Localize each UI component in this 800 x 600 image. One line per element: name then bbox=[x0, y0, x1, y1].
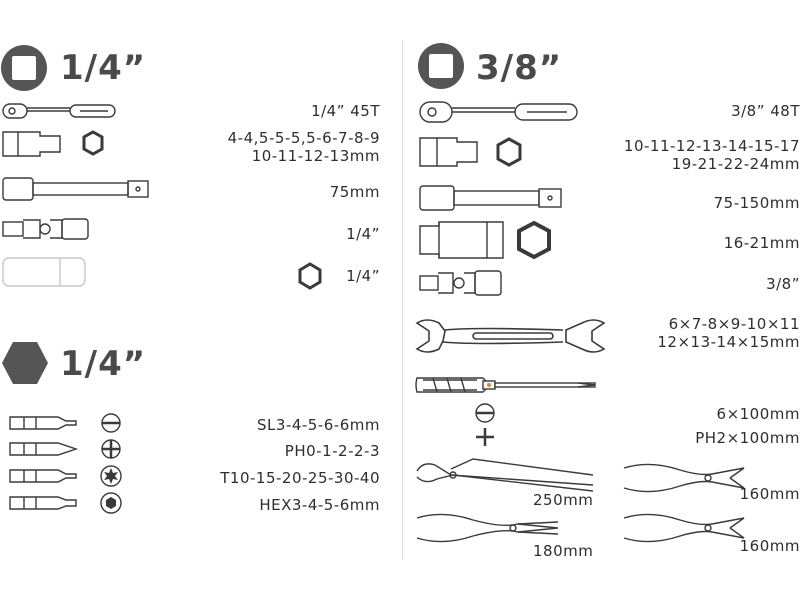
bit-phillips-icon bbox=[9, 439, 121, 459]
label-bits-phillips: PH0-1-2-2-3 bbox=[284, 442, 380, 460]
column-divider bbox=[402, 40, 403, 560]
extension-bar-icon bbox=[2, 177, 149, 201]
socket-icon bbox=[2, 130, 104, 157]
label-bits-hex: HEX3-4-5-6mm bbox=[259, 496, 380, 514]
label-screwdriver-phillips: PH2×100mm bbox=[695, 429, 800, 447]
label-wrench-line2: 12×13-14×15mm bbox=[657, 333, 800, 351]
side-cutter-pliers-icon bbox=[623, 513, 745, 543]
universal-joint-icon bbox=[419, 270, 502, 296]
right-header-square-drive: 3/8” bbox=[476, 48, 563, 88]
ratchet-icon bbox=[2, 103, 116, 119]
label-sockets-14-line2: 10-11-12-13mm bbox=[251, 147, 380, 165]
square-drive-icon bbox=[418, 43, 464, 89]
screwdriver-icon bbox=[415, 377, 596, 393]
hex-socket-icon bbox=[298, 262, 322, 290]
label-ratchet-38: 3/8” 48T bbox=[731, 102, 800, 120]
universal-joint-icon bbox=[2, 218, 89, 240]
water-pump-pliers-icon bbox=[416, 458, 594, 492]
label-side-cutter-1: 160mm bbox=[739, 485, 800, 503]
label-extension-14: 75mm bbox=[329, 183, 380, 201]
hex-drive-icon bbox=[2, 342, 48, 384]
label-screwdriver-slotted: 6×100mm bbox=[716, 405, 800, 423]
label-ratchet-14: 1/4” 45T bbox=[311, 102, 380, 120]
label-sockets-38-line2: 19-21-22-24mm bbox=[671, 155, 800, 173]
socket-icon bbox=[419, 137, 522, 167]
square-drive-icon bbox=[1, 45, 47, 91]
label-bits-torx: T10-15-20-25-30-40 bbox=[220, 469, 380, 487]
label-side-cutter-2: 160mm bbox=[739, 537, 800, 555]
label-bits-slotted: SL3-4-5-6-6mm bbox=[257, 416, 380, 434]
combination-pliers-icon bbox=[416, 513, 559, 543]
side-cutter-pliers-icon bbox=[623, 463, 745, 493]
label-wrench-line1: 6×7-8×9-10×11 bbox=[668, 315, 800, 333]
label-extension-38: 75-150mm bbox=[713, 194, 800, 212]
label-adapter-14: 1/4” bbox=[346, 267, 380, 285]
open-end-wrench-icon bbox=[415, 319, 606, 353]
slotted-tip-icon bbox=[475, 403, 495, 423]
label-sockets-38-line1: 10-11-12-13-14-15-17 bbox=[623, 137, 800, 155]
left-header-square-drive: 1/4” bbox=[60, 48, 147, 88]
bit-slotted-icon bbox=[9, 413, 121, 433]
label-pliers-water-pump: 250mm bbox=[533, 491, 594, 509]
label-ujoint-14: 1/4” bbox=[346, 225, 380, 243]
bit-torx-icon bbox=[9, 465, 122, 487]
label-spark-socket: 16-21mm bbox=[723, 234, 800, 252]
extension-bar-icon bbox=[419, 185, 562, 211]
label-ujoint-38: 3/8” bbox=[766, 275, 800, 293]
label-pliers-combination: 180mm bbox=[533, 542, 594, 560]
phillips-tip-icon bbox=[476, 428, 494, 446]
spark-plug-socket-icon bbox=[419, 220, 551, 260]
bit-hex-icon bbox=[9, 492, 122, 514]
left-header-hex-drive: 1/4” bbox=[60, 344, 147, 384]
label-sockets-14-line1: 4-4,5-5-5,5-6-7-8-9 bbox=[227, 129, 380, 147]
ratchet-icon bbox=[419, 101, 578, 123]
deep-socket-icon bbox=[2, 257, 86, 287]
